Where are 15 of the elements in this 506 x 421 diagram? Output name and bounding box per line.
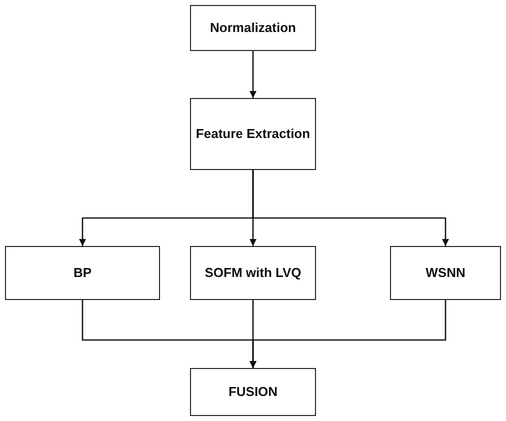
box-label: FUSION xyxy=(228,384,278,400)
process-box xyxy=(190,246,316,300)
box-label: Feature Extraction xyxy=(196,126,310,142)
process-box xyxy=(190,368,316,416)
process-box xyxy=(5,246,160,300)
box-label: BP xyxy=(73,264,92,282)
box-label: Normalization xyxy=(210,20,296,36)
arrow xyxy=(252,170,449,246)
box-label: WSNN xyxy=(426,264,466,282)
process-box xyxy=(190,5,316,51)
arrow xyxy=(250,51,256,98)
process-box xyxy=(390,246,501,300)
arrow xyxy=(250,300,446,368)
process-box xyxy=(190,98,316,170)
box-label: SOFM with LVQ xyxy=(204,264,302,282)
